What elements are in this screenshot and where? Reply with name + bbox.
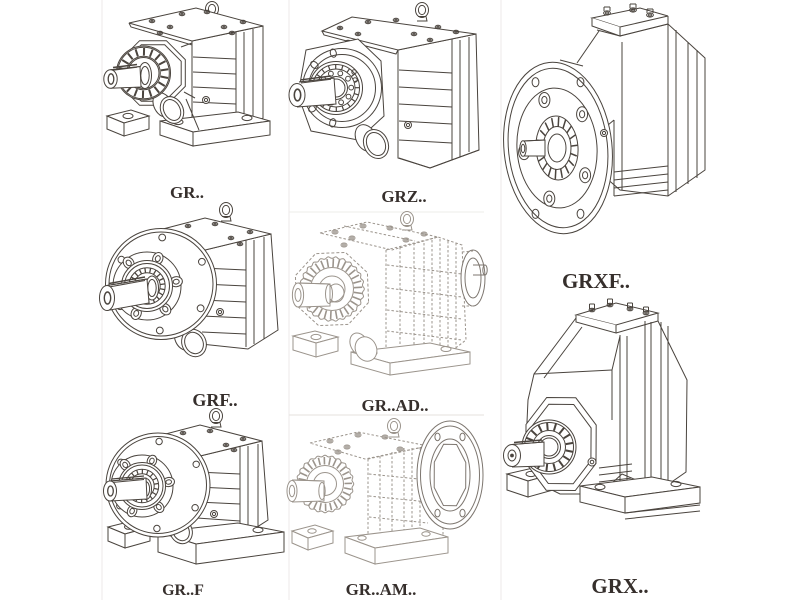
svg-text:GRX..: GRX.. xyxy=(591,574,648,598)
svg-text:GRF..: GRF.. xyxy=(192,390,237,410)
svg-text:GR..AD..: GR..AD.. xyxy=(361,396,428,415)
svg-text:GR..F: GR..F xyxy=(162,582,204,599)
svg-text:GRXF..: GRXF.. xyxy=(562,269,630,293)
svg-text:GR..: GR.. xyxy=(170,183,204,202)
svg-text:GR..AM..: GR..AM.. xyxy=(346,580,417,599)
svg-text:GRZ..: GRZ.. xyxy=(381,187,426,206)
